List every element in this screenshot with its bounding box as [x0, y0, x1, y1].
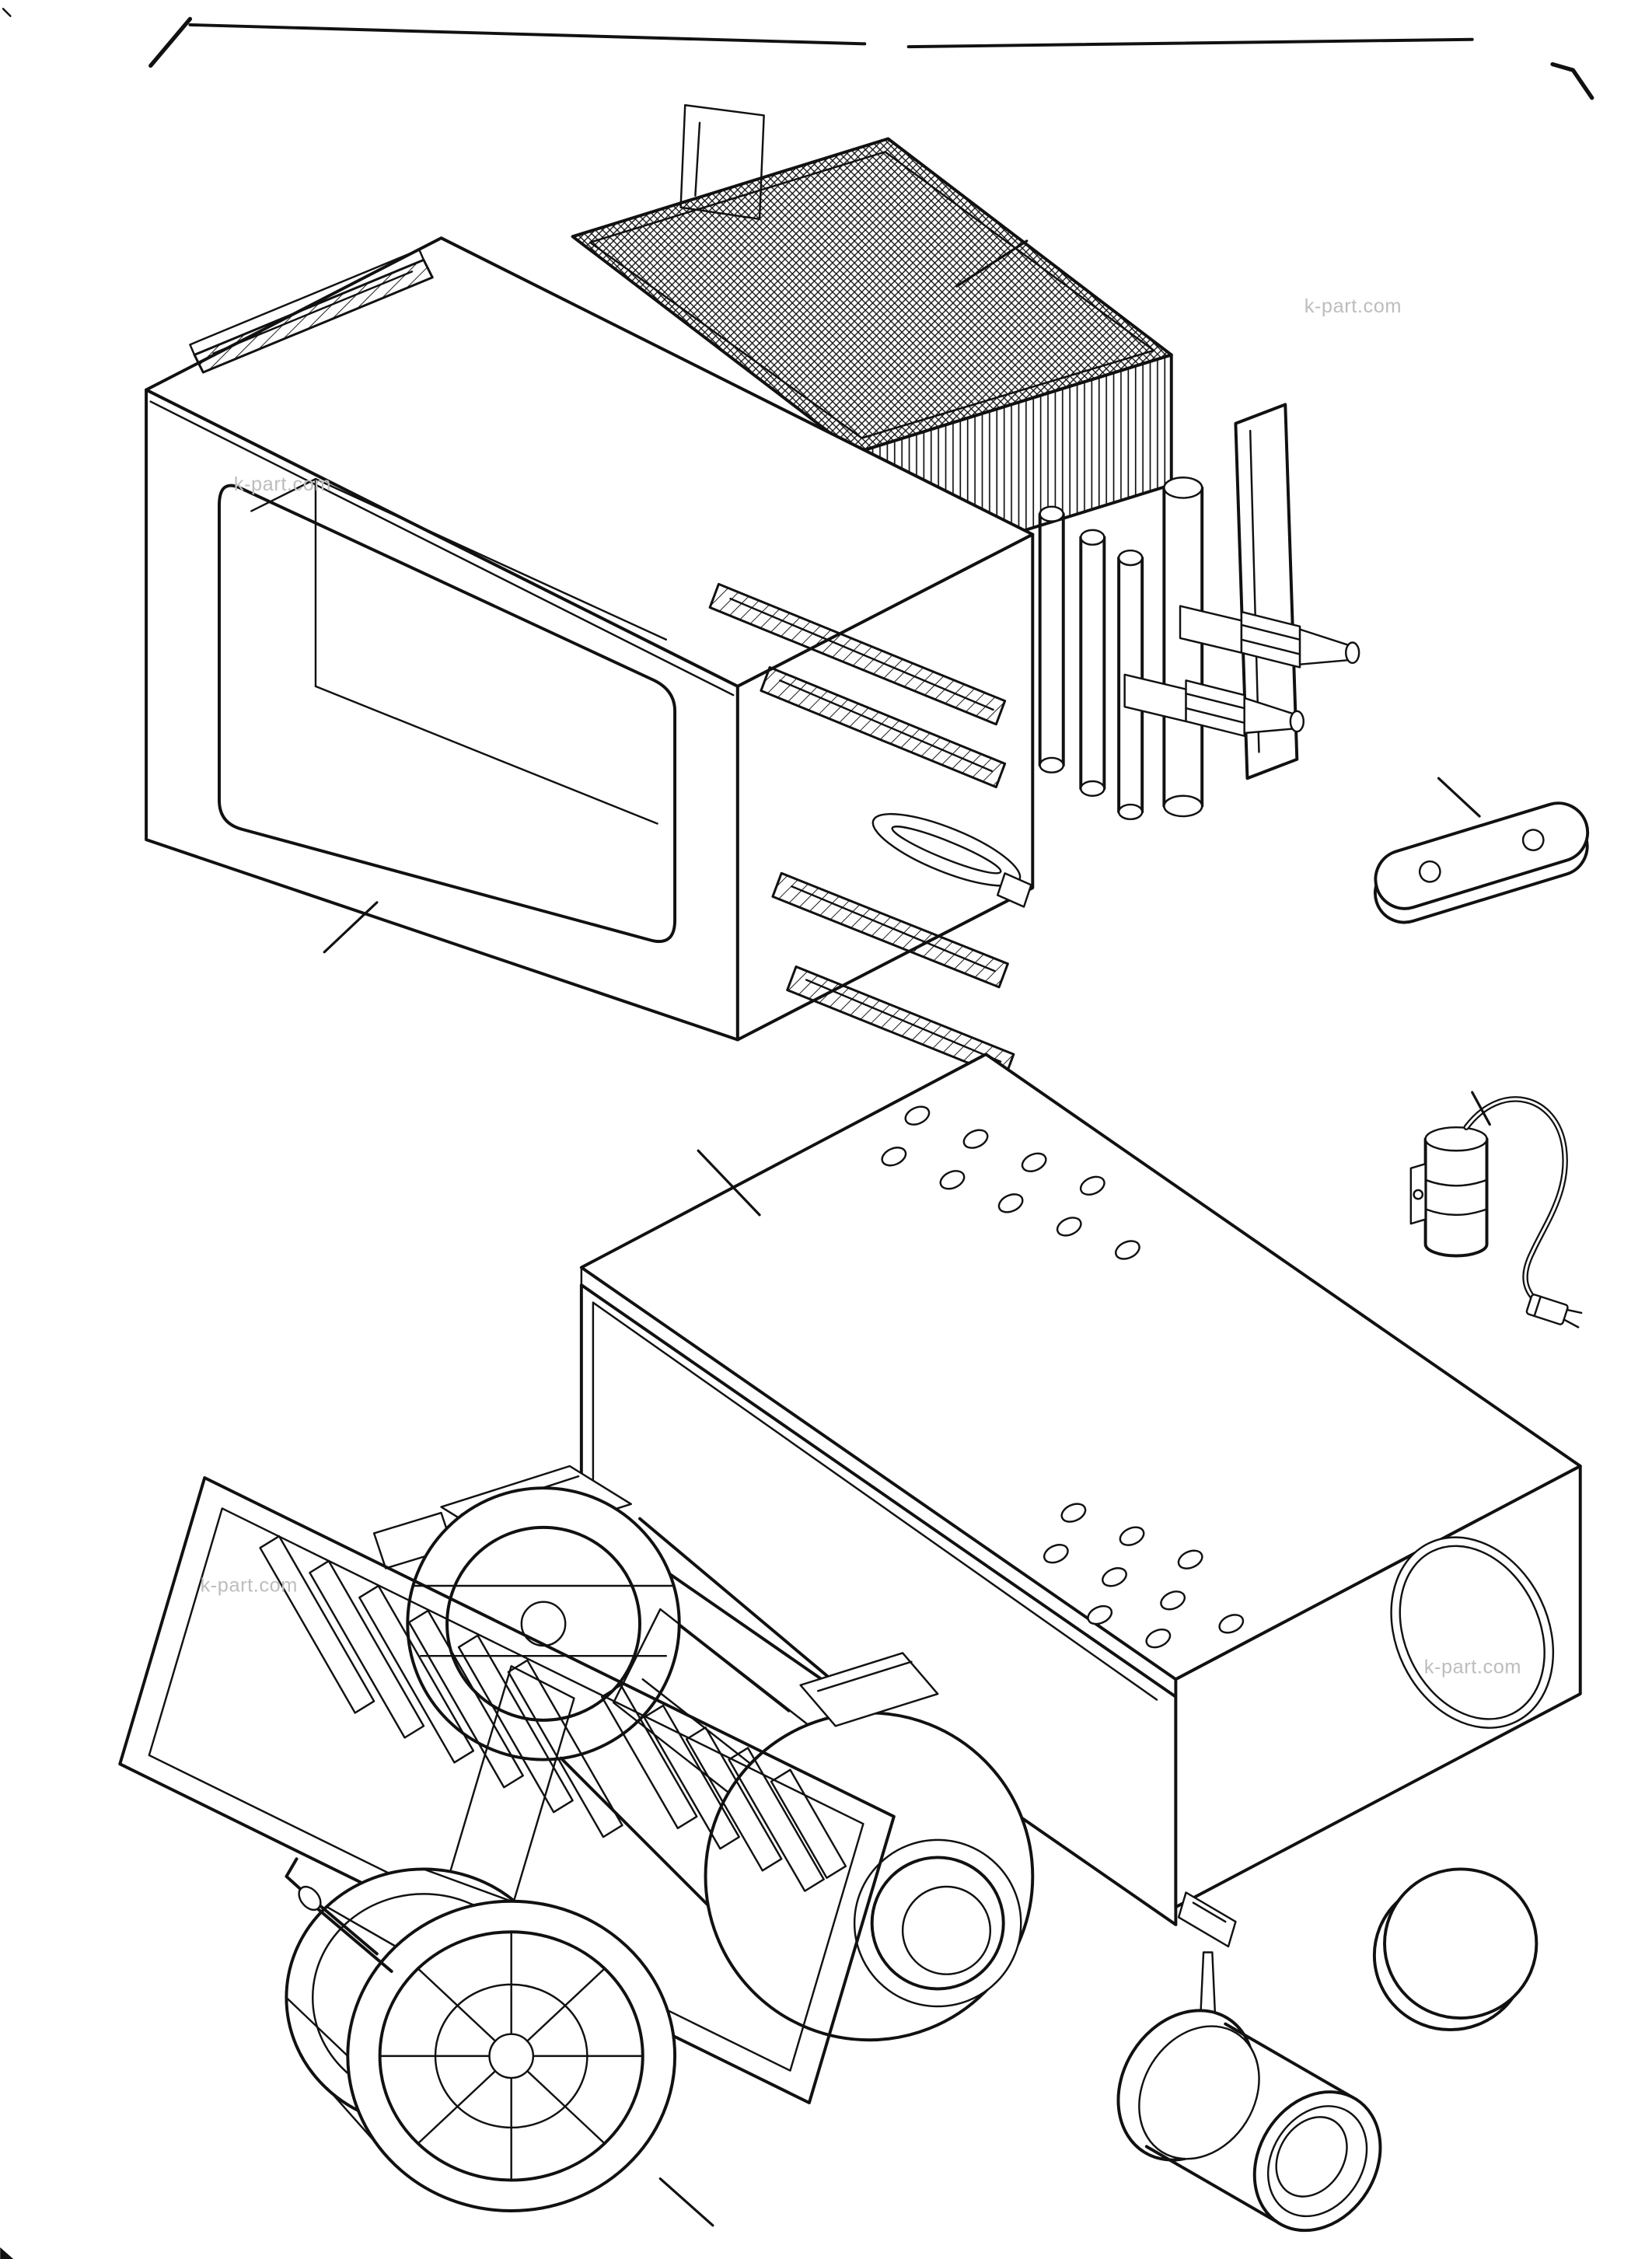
slot-plate [871, 812, 1032, 908]
duct-right-face [735, 532, 1035, 1042]
pipe-fittings [1123, 605, 1360, 737]
capacitor [1409, 1096, 1583, 1329]
box-vent-holes-lower [1043, 1503, 1245, 1649]
leader-duct-housing [323, 901, 379, 954]
core-pipes [1038, 477, 1204, 821]
grille-slots [259, 1535, 847, 1892]
grille-frame [118, 1476, 896, 2104]
rear-blower-wheel [406, 1486, 681, 1761]
duct-connector-tube [1116, 2009, 1382, 2233]
fan-cage-rotor [285, 1857, 677, 2212]
wire-connector [1525, 1294, 1583, 1329]
capacitor-wire [1463, 1096, 1568, 1306]
end-cap [1372, 1867, 1538, 2032]
watermarks: k-part.com k-part.com k-part.com k-part.… [201, 295, 1521, 1678]
core-end-plate [1234, 403, 1299, 780]
front-blower-wheel [704, 1652, 1035, 2042]
watermark-text: k-part.com [234, 473, 331, 495]
fitting-lower [1123, 673, 1304, 737]
duct-interior [250, 477, 668, 825]
blower-housing-box [579, 1053, 1582, 2034]
cage-spokes [379, 1931, 644, 2181]
box-left-face [579, 1283, 1178, 1926]
page-border-marks [0, 8, 1594, 2259]
upper-assembly [145, 104, 1590, 1079]
leader-housing-box [697, 1149, 761, 1217]
lower-assembly [118, 1053, 1583, 2233]
fitting-upper [1179, 605, 1360, 669]
leader-lines [323, 239, 1491, 2227]
fan-cage-shaft [285, 1857, 393, 1973]
watermark-text: k-part.com [1304, 295, 1402, 317]
leader-bracket [1437, 777, 1481, 818]
vent-grille-panel [118, 1476, 896, 2104]
duct-housing [145, 236, 1035, 1079]
leader-fan-cage [658, 2177, 714, 2227]
leader-heater-core [955, 239, 1029, 288]
watermark-text: k-part.com [201, 1575, 298, 1597]
mounting-rail-top [189, 248, 434, 374]
bracket-holes [1418, 829, 1545, 883]
box-side-hole [1390, 1536, 1555, 1729]
watermark-text: k-part.com [1424, 1657, 1521, 1678]
mounting-rails-right [708, 582, 1015, 1079]
mounting-bracket [1373, 801, 1590, 924]
leader-capacitor [1471, 1091, 1491, 1126]
duct-opening [218, 484, 677, 943]
box-vent-holes-upper [881, 1105, 1140, 1260]
